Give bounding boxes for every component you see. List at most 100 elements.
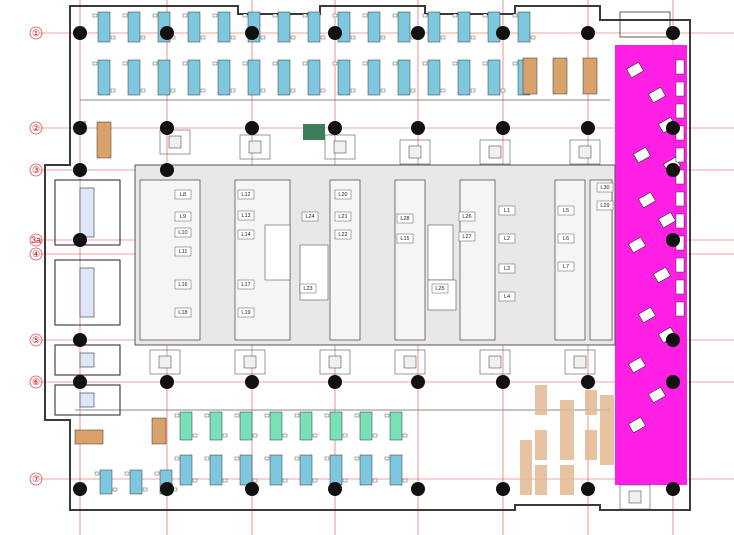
chair bbox=[282, 433, 288, 438]
chair bbox=[174, 456, 180, 461]
chair bbox=[170, 88, 176, 93]
meeting-pod bbox=[159, 129, 191, 155]
chair bbox=[324, 413, 330, 418]
workstation-desk bbox=[397, 59, 411, 96]
room-box bbox=[237, 307, 255, 318]
grid-label: ③ bbox=[32, 165, 40, 175]
structural-column bbox=[496, 121, 510, 135]
pod-table bbox=[168, 135, 182, 149]
room-box bbox=[237, 229, 255, 240]
grid-label: 3a bbox=[31, 235, 41, 245]
structural-column bbox=[411, 121, 425, 135]
chair bbox=[530, 35, 536, 40]
workstation-desk bbox=[97, 11, 111, 43]
chair bbox=[290, 35, 296, 40]
chair bbox=[152, 61, 158, 66]
room-label: L4 bbox=[504, 294, 510, 300]
wood-desk bbox=[585, 390, 597, 415]
room-box bbox=[498, 263, 516, 274]
workstation-desk bbox=[457, 11, 471, 43]
chair bbox=[470, 35, 476, 40]
chair bbox=[320, 88, 326, 93]
meeting-room bbox=[54, 179, 121, 246]
grid-label-circle bbox=[29, 375, 43, 389]
chair bbox=[482, 61, 488, 66]
lounge-seat bbox=[653, 266, 671, 284]
lounge-seat bbox=[648, 86, 666, 104]
structural-column bbox=[496, 26, 510, 40]
chair bbox=[152, 13, 158, 18]
lounge-bench bbox=[675, 81, 685, 97]
meeting-pod bbox=[564, 349, 596, 375]
lounge-seat bbox=[628, 416, 646, 434]
workstation-desk bbox=[129, 469, 143, 495]
wood-desk bbox=[585, 430, 597, 460]
chair bbox=[402, 478, 408, 483]
chair bbox=[384, 456, 390, 461]
chair bbox=[174, 413, 180, 418]
top-right-room bbox=[619, 11, 671, 38]
lounge-seat bbox=[626, 61, 644, 79]
chair bbox=[234, 456, 240, 461]
workstation-desk bbox=[179, 411, 193, 441]
wood-desk bbox=[520, 440, 532, 495]
grid-label: ④ bbox=[32, 249, 40, 259]
workstation-desk bbox=[337, 59, 351, 96]
room-label: L8 bbox=[180, 192, 186, 198]
structural-column bbox=[581, 121, 595, 135]
structural-column bbox=[666, 233, 680, 247]
chair bbox=[92, 13, 98, 18]
workstation-desk bbox=[299, 411, 313, 441]
chair bbox=[242, 13, 248, 18]
room-box bbox=[557, 233, 575, 244]
chair bbox=[264, 456, 270, 461]
chair bbox=[290, 88, 296, 93]
pod-table bbox=[248, 140, 262, 154]
structural-column bbox=[328, 375, 342, 389]
chair bbox=[470, 88, 476, 93]
meeting-pod bbox=[394, 349, 426, 375]
chair bbox=[182, 13, 188, 18]
workstations bbox=[74, 11, 614, 495]
room-box bbox=[174, 189, 192, 200]
pod-table bbox=[573, 355, 587, 369]
room-label: L23 bbox=[303, 286, 312, 292]
meeting-pod bbox=[399, 139, 431, 165]
chair bbox=[260, 88, 266, 93]
chair bbox=[94, 471, 100, 476]
chair bbox=[252, 433, 258, 438]
structural-column bbox=[73, 233, 87, 247]
workstation-desk bbox=[217, 59, 231, 96]
workstation-desk bbox=[277, 59, 291, 96]
workstation-desk bbox=[367, 11, 381, 43]
chair bbox=[350, 35, 356, 40]
building-outline bbox=[44, 5, 691, 511]
chair bbox=[422, 61, 428, 66]
chair bbox=[252, 478, 258, 483]
lounge-seat bbox=[648, 386, 666, 404]
structural-column bbox=[496, 482, 510, 496]
room-label: L3 bbox=[504, 266, 510, 272]
grid-label-circle bbox=[29, 26, 43, 40]
chair bbox=[302, 61, 308, 66]
structural-column bbox=[666, 26, 680, 40]
chair bbox=[110, 35, 116, 40]
chair bbox=[212, 61, 218, 66]
structural-column bbox=[73, 121, 87, 135]
chair bbox=[154, 471, 160, 476]
room-box bbox=[237, 210, 255, 221]
workstation-desk bbox=[239, 411, 253, 441]
workstation-desk bbox=[329, 411, 343, 441]
grid-label-circle bbox=[29, 472, 43, 486]
meeting-pod bbox=[239, 134, 271, 160]
chair bbox=[230, 35, 236, 40]
room-box bbox=[334, 189, 352, 200]
meeting-pod bbox=[324, 134, 356, 160]
chair bbox=[222, 478, 228, 483]
chair bbox=[122, 13, 128, 18]
chair bbox=[512, 13, 518, 18]
chair bbox=[110, 88, 116, 93]
chair bbox=[452, 13, 458, 18]
structural-column bbox=[73, 375, 87, 389]
room-box bbox=[498, 205, 516, 216]
